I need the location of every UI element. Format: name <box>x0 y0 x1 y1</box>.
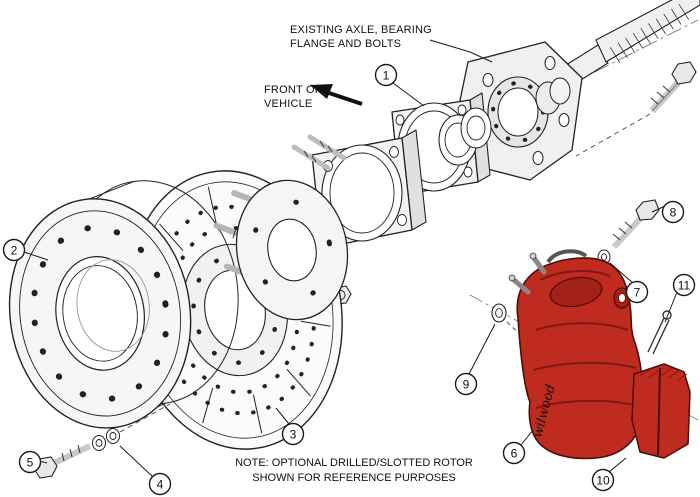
callout-9: 9 <box>454 372 478 396</box>
rotor-hat-drum <box>8 180 239 429</box>
axle-label-line1: EXISTING AXLE, BEARING <box>290 24 432 36</box>
note-line1: NOTE: OPTIONAL DRILLED/SLOTTED ROTOR <box>235 457 473 469</box>
spline-hatching <box>609 4 690 63</box>
axle-label-line2: FLANGE AND BOLTS <box>290 38 401 50</box>
callout-2: 2 <box>2 238 26 262</box>
callout-10-number: 10 <box>596 474 610 488</box>
callout-3-number: 3 <box>290 428 297 442</box>
callout-1-number: 1 <box>383 69 390 83</box>
callout-4-number: 4 <box>157 478 164 492</box>
front-label-line2: VEHICLE <box>264 98 312 110</box>
stud-adapter-plate <box>213 179 349 321</box>
rotor-bolt-washers <box>92 428 120 451</box>
callout-9-number: 9 <box>463 378 470 392</box>
callout-leaders <box>23 82 678 478</box>
front-label-line1: FRONT OF <box>264 84 322 96</box>
callout-8: 8 <box>661 200 685 224</box>
callout-11: 11 <box>672 273 696 297</box>
callout-7-number: 7 <box>634 286 641 300</box>
axle-flange-label: EXISTING AXLE, BEARING FLANGE AND BOLTS <box>290 24 493 63</box>
cotter-pin <box>647 310 672 355</box>
front-direction-arrow <box>310 84 363 106</box>
bracket-studs <box>291 134 347 171</box>
callout-4: 4 <box>148 472 172 496</box>
brake-pad <box>631 363 691 459</box>
callout-6-number: 6 <box>511 447 518 461</box>
pad-friction-hatch <box>639 367 688 381</box>
callout-3: 3 <box>281 422 305 446</box>
callout-2-number: 2 <box>11 244 18 258</box>
callout-11-number: 11 <box>678 279 691 293</box>
brake-caliper: wilwood <box>508 249 644 460</box>
front-of-vehicle-label: FRONT OF VEHICLE <box>264 84 363 110</box>
callout-5-number: 5 <box>27 456 34 470</box>
bleed-screws <box>508 252 547 295</box>
callout-10: 10 <box>591 468 615 492</box>
pad-backing-plate <box>631 363 691 459</box>
reference-note: NOTE: OPTIONAL DRILLED/SLOTTED ROTOR SHO… <box>235 457 473 484</box>
callout-1: 1 <box>374 63 398 87</box>
callout-7: 7 <box>625 280 649 304</box>
callout-balloons: 1 2 3 4 5 6 7 8 <box>2 63 696 496</box>
callout-6: 6 <box>502 441 526 465</box>
inlet-washer <box>491 303 527 341</box>
callout-5: 5 <box>18 450 42 474</box>
flange-bolt <box>575 61 697 157</box>
callout-8-number: 8 <box>670 206 677 220</box>
note-line2: SHOWN FOR REFERENCE PURPOSES <box>252 472 456 484</box>
axle-bearing <box>438 107 492 166</box>
